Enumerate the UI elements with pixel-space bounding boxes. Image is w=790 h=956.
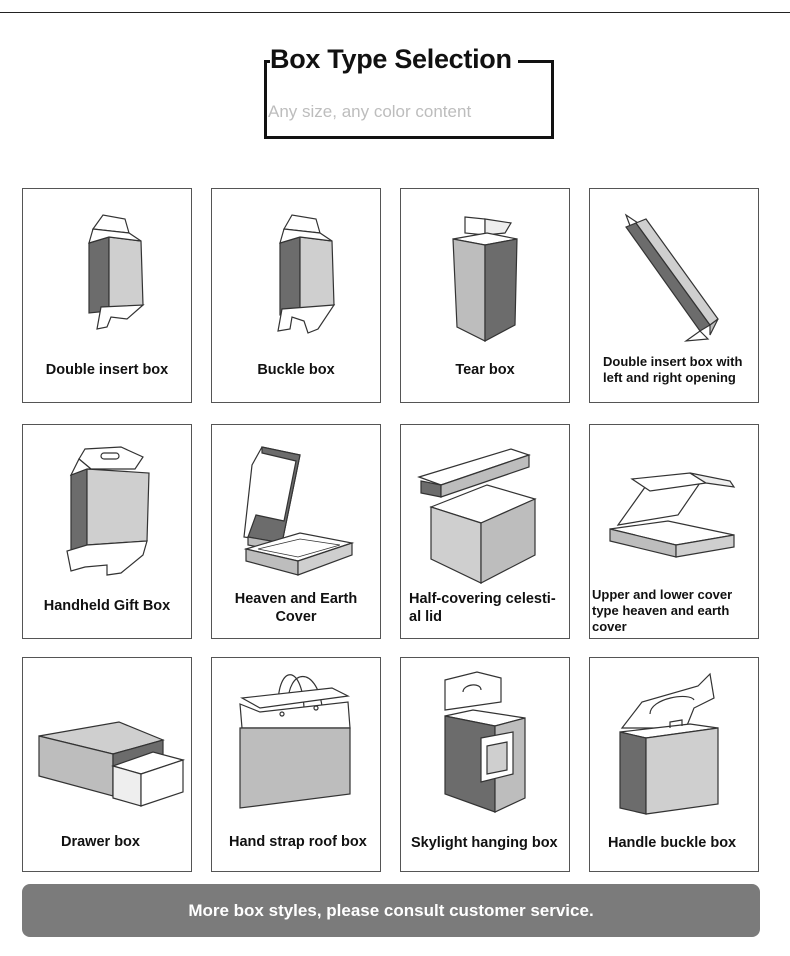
box-label: Double insert box [45, 362, 169, 378]
hand-strap-roof-box-icon [239, 674, 351, 809]
box-label: Half-covering celesti-al lid [409, 591, 556, 625]
box-card-tear[interactable]: Tear box [400, 188, 570, 403]
double-insert-open-box-icon [624, 213, 719, 342]
box-label: Hand strap roof box [229, 834, 367, 850]
tear-box-icon [452, 216, 518, 342]
consult-service-button[interactable]: More box styles, please consult customer… [22, 884, 760, 937]
half-cover-lid-box-icon [417, 448, 537, 584]
box-card-skylight-hanging[interactable]: Skylight hanging box [400, 657, 570, 872]
box-card-handle-buckle[interactable]: Handle buckle box [589, 657, 759, 872]
title-frame [264, 60, 554, 139]
box-card-handheld-gift[interactable]: Handheld Gift Box [22, 424, 192, 639]
double-insert-box-icon [88, 214, 145, 330]
box-label: Skylight hanging box [411, 835, 558, 851]
box-card-hand-strap-roof[interactable]: Hand strap roof box [211, 657, 381, 872]
upper-lower-cover-box-icon [609, 472, 736, 558]
box-card-drawer[interactable]: Drawer box [22, 657, 192, 872]
drawer-box-icon [38, 721, 186, 807]
box-label: Tear box [455, 362, 515, 378]
handheld-gift-box-icon [66, 446, 150, 576]
box-label: Buckle box [257, 362, 335, 378]
box-label: Drawer box [61, 834, 140, 850]
box-card-double-insert[interactable]: Double insert box [22, 188, 192, 403]
page-title: Box Type Selection [270, 44, 518, 75]
box-card-buckle[interactable]: Buckle box [211, 188, 381, 403]
handle-buckle-box-icon [619, 672, 719, 815]
box-label: Handle buckle box [608, 835, 737, 851]
page-subtitle: Any size, any color content [268, 102, 472, 121]
skylight-hanging-box-icon [444, 671, 526, 813]
top-divider [0, 12, 790, 13]
box-label: Handheld Gift Box [43, 598, 171, 614]
heaven-earth-cover-box-icon [243, 446, 355, 576]
box-card-half-cover-lid[interactable]: Half-covering celesti-al lid [400, 424, 570, 639]
buckle-box-icon [277, 214, 336, 334]
